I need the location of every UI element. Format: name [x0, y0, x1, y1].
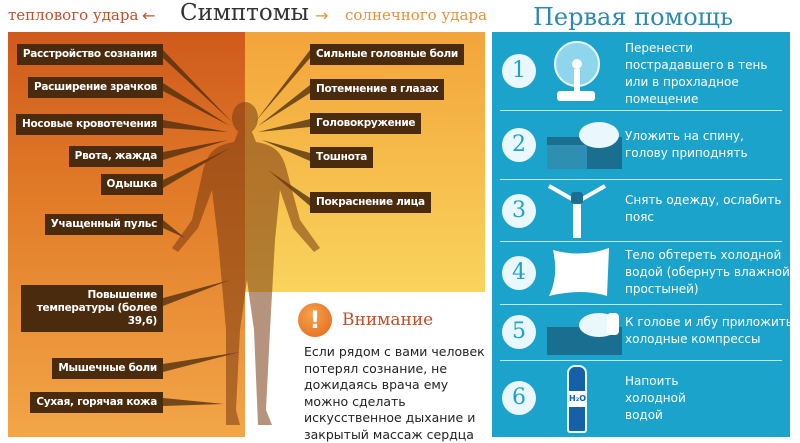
bottle-label: H₂O [569, 391, 585, 407]
step-number: 3 [502, 194, 536, 228]
step-text: Перенести пострадавшего в тень или в про… [625, 40, 790, 108]
step-number: 4 [502, 256, 536, 290]
warning-title: Внимание [342, 310, 433, 330]
warning-line: можно сделать [304, 394, 485, 411]
step-text: Напоить холодной водой [625, 373, 705, 424]
first-aid-step: 5 К голове и лбу приложить холодные комп… [492, 305, 790, 360]
heatstroke-symptom: Носовые кровотечения [16, 114, 163, 135]
water-bottle-icon: H₂O [567, 365, 587, 433]
step-text: К голове и лбу приложить холодные компре… [625, 314, 795, 348]
heatstroke-symptom: Мышечные боли [52, 358, 163, 379]
heatstroke-symptom: Сухая, горячая кожа [30, 392, 163, 413]
heatstroke-symptom: Рвота, жажда [69, 146, 163, 167]
fan-icon [547, 36, 607, 108]
warning-line: искусственное дыхание и [304, 410, 485, 427]
exclamation-icon: ! [298, 303, 332, 337]
sunstroke-symptom: Покраснение лица [310, 192, 431, 213]
heatstroke-symptom: Повышение температуры (более 39,6) [21, 285, 163, 332]
sunstroke-symptom: Потемнение в глазах [310, 79, 444, 100]
first-aid-step: 1 Перенести пострадавшего в тень или в п… [492, 32, 790, 110]
first-aid-title: Первая помощь [533, 3, 733, 31]
first-aid-step: 6 H₂O Напоить холодной водой [492, 361, 790, 437]
heatstroke-symptom: Учащенный пульс [45, 214, 163, 235]
first-aid-panel: 1 Перенести пострадавшего в тень или в п… [492, 32, 790, 437]
sunstroke-symptom: Головокружение [310, 113, 421, 134]
sunstroke-symptom: Сильные головные боли [310, 44, 464, 65]
heatstroke-symptom: Расстройство сознания [17, 44, 163, 65]
first-aid-step: 2 Уложить на спину, голову приподнять [492, 111, 790, 179]
step-text: Тело обтереть холодной водой (обернуть в… [625, 247, 790, 298]
warning-line: потерял сознание, не [304, 361, 485, 378]
sunstroke-symptom: Тошнота [310, 147, 373, 168]
step-number: 1 [502, 54, 536, 88]
heatstroke-symptom: Расширение зрачков [28, 77, 163, 98]
step-text: Снять одежду, ослабить пояс [625, 192, 790, 226]
heatstroke-symptom: Одышка [101, 174, 163, 195]
warning-line: дожидаясь врача ему [304, 377, 485, 394]
zipper-icon [547, 182, 607, 240]
wet-sheet-icon [547, 246, 617, 302]
step-number: 2 [502, 128, 536, 162]
step-number: 6 [502, 381, 536, 415]
warning-line: Если рядом с вами человек [304, 344, 485, 361]
cold-compress-icon [547, 307, 622, 357]
first-aid-step: 3 Снять одежду, ослабить пояс [492, 180, 790, 240]
warning-text: Если рядом с вами человек потерял сознан… [304, 344, 485, 443]
step-number: 5 [502, 315, 536, 349]
step-text: Уложить на спину, голову приподнять [625, 128, 790, 162]
lying-person-icon [547, 115, 622, 175]
first-aid-step: 4 Тело обтереть холодной водой (обернуть… [492, 242, 790, 305]
